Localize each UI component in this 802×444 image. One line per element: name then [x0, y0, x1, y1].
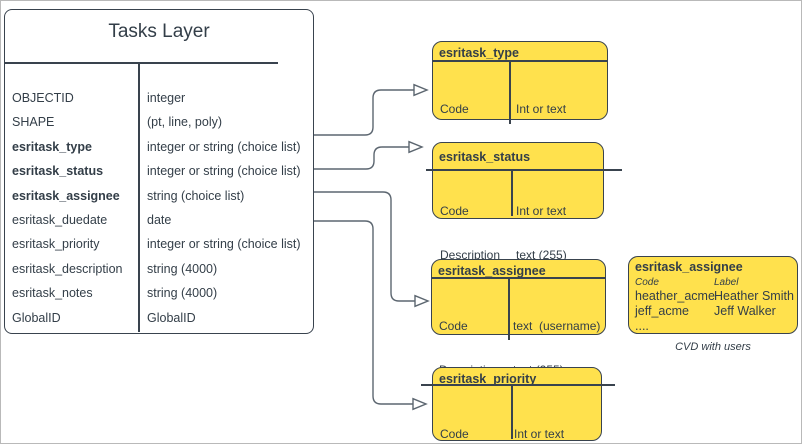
cvd-column-header: Code — [635, 277, 659, 288]
domain-types: Int or text text (255) — [516, 175, 567, 291]
column-divider — [509, 60, 511, 124]
field-name: OBJECTID — [12, 91, 74, 105]
domain-fields: Code Description — [440, 175, 500, 291]
field-name: esritask_description — [12, 261, 123, 276]
connector-esritask-assignee — [314, 191, 415, 302]
field-name: GlobalID — [12, 310, 61, 325]
domain-fields: Code Description — [440, 398, 500, 443]
column-divider — [511, 169, 513, 216]
title-separator — [433, 60, 607, 62]
cvd-value-grid: Code Label heather_acme Heather Smith je… — [635, 276, 794, 334]
open-arrowhead-icon — [414, 294, 430, 308]
connector-esritask-status — [314, 146, 409, 170]
tasks-layer-table: Tasks Layer OBJECTID integer SHAPE (pt, … — [4, 9, 314, 334]
column-divider — [508, 277, 510, 340]
cvd-box-esritask-assignee: esritask_assignee Code Label heather_acm… — [628, 256, 798, 334]
type-label: Int or text — [516, 102, 567, 116]
field-type: GlobalID — [147, 310, 196, 325]
cvd-ellipsis: .... — [635, 319, 649, 333]
field-name: esritask_type — [12, 139, 92, 154]
column-divider — [138, 62, 140, 332]
field-label: Code — [440, 102, 469, 116]
table-row: GlobalID GlobalID — [5, 306, 313, 330]
cvd-label: Jeff Walker — [714, 304, 776, 318]
field-type: (pt, line, poly) — [147, 115, 223, 130]
table-row: esritask_notes string (4000) — [5, 281, 313, 305]
cvd-column-header: Label — [714, 277, 739, 288]
field-name: esritask_duedate — [12, 212, 108, 227]
domain-box-esritask-priority: esritask_priority Code Description Int o… — [421, 367, 615, 443]
domain-box-title: esritask_status — [439, 150, 531, 164]
connector-esritask-type — [314, 89, 414, 136]
field-name: esritask_assignee — [12, 188, 120, 203]
domain-box-esritask-assignee: esritask_assignee Code Description text … — [431, 259, 606, 377]
table-row: OBJECTID integer — [5, 86, 313, 110]
type-label: text (username) — [513, 319, 601, 333]
field-type: integer or string (choice list) — [147, 139, 301, 154]
cvd-code: jeff_acme — [635, 304, 689, 318]
table-row: esritask_description string (4000) — [5, 257, 313, 281]
field-label: Description — [440, 247, 501, 262]
title-separator — [432, 277, 605, 279]
field-label: Code — [440, 204, 469, 218]
field-type: integer or string (choice list) — [147, 164, 301, 179]
field-name: SHAPE — [12, 115, 55, 130]
column-divider — [511, 384, 513, 439]
title-separator — [5, 62, 278, 64]
title-separator — [421, 384, 615, 386]
domain-box-title: esritask_type — [439, 46, 519, 60]
field-name: esritask_notes — [12, 286, 93, 301]
field-type: integer — [147, 91, 186, 105]
tasks-layer-title: Tasks Layer — [108, 21, 210, 42]
field-label: Code — [439, 319, 468, 333]
field-type: string (4000) — [147, 261, 218, 276]
field-type: integer or string (choice list) — [147, 237, 301, 252]
domain-box-title: esritask_assignee — [438, 264, 546, 278]
domain-box-esritask-type: esritask_type Code Description Int or te… — [432, 41, 608, 160]
table-row: esritask_type integer or string (choice … — [5, 135, 313, 159]
table-row: esritask_status integer or string (choic… — [5, 159, 313, 183]
domain-box-title: esritask_priority — [439, 372, 537, 386]
cvd-box-title: esritask_assignee — [635, 260, 743, 274]
field-name: esritask_priority — [12, 237, 100, 252]
open-arrowhead-icon — [413, 83, 429, 97]
domain-box-esritask-status: esritask_status Code Description Int or … — [426, 142, 622, 262]
cvd-empty-cell — [714, 319, 794, 334]
table-row: SHAPE (pt, line, poly) — [5, 110, 313, 134]
type-label: Int or text — [514, 427, 565, 441]
connector-esritask-priority — [314, 220, 413, 405]
cvd-caption: CVD with users — [675, 341, 751, 353]
field-type: string (choice list) — [147, 188, 245, 203]
field-name: esritask_status — [12, 164, 104, 179]
type-label: Int or text — [516, 204, 567, 218]
table-row: esritask_assignee string (choice list) — [5, 184, 313, 208]
field-rows: OBJECTID integer SHAPE (pt, line, poly) … — [5, 86, 313, 330]
field-label: Code — [440, 427, 469, 441]
cvd-label: Heather Smith — [714, 289, 794, 303]
open-arrowhead-icon — [412, 397, 428, 411]
cvd-code: heather_acme — [635, 289, 715, 303]
field-type: date — [147, 212, 172, 227]
title-separator — [426, 169, 622, 171]
field-type: string (4000) — [147, 286, 218, 301]
type-label: text (255) — [516, 247, 567, 262]
table-row: esritask_duedate date — [5, 208, 313, 232]
domain-types: Int or text text (255) — [514, 398, 565, 443]
open-arrowhead-icon — [408, 140, 424, 154]
table-row: esritask_priority integer or string (cho… — [5, 232, 313, 256]
